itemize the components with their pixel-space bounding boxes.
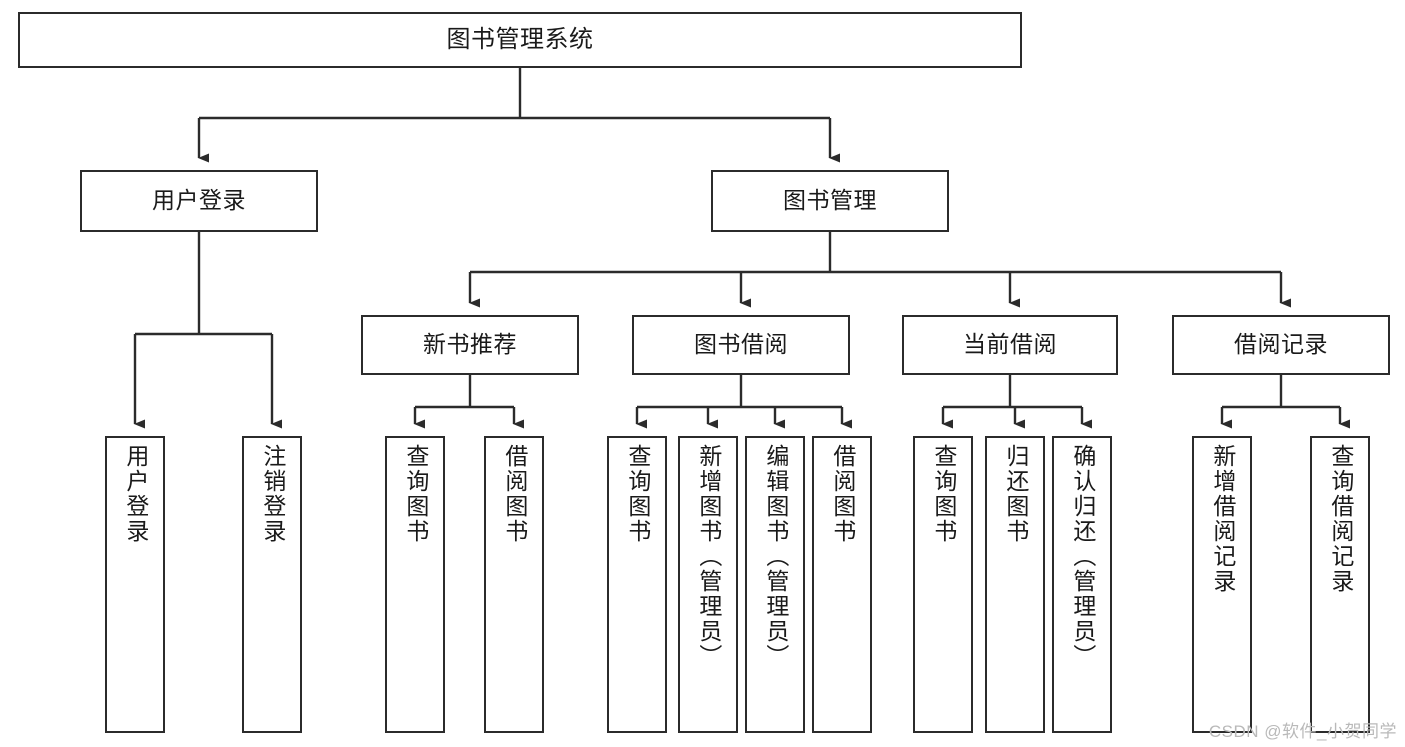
node-label: 用户登录 — [122, 444, 149, 544]
node-label: 编辑图书（管理员） — [762, 444, 789, 669]
node-leaf-logout[interactable]: 注销登录 — [242, 436, 302, 733]
watermark: CSDN @软件_小贺同学 — [1208, 722, 1397, 741]
node-label: 归还图书 — [1002, 444, 1029, 544]
node-label: 新增图书（管理员） — [695, 444, 722, 669]
node-root-图书管理系统[interactable]: 图书管理系统 — [18, 12, 1022, 68]
node-new-book-rec[interactable]: 新书推荐 — [361, 315, 579, 375]
node-leaf-borrow-book-1[interactable]: 借阅图书 — [484, 436, 544, 733]
node-label: 注销登录 — [259, 444, 286, 544]
node-label: 查询图书 — [624, 444, 651, 544]
node-leaf-add-record[interactable]: 新增借阅记录 — [1192, 436, 1252, 733]
node-leaf-query-book-1[interactable]: 查询图书 — [385, 436, 445, 733]
node-label: 确认归还（管理员） — [1069, 444, 1096, 669]
node-leaf-query-record[interactable]: 查询借阅记录 — [1310, 436, 1370, 733]
node-leaf-add-book[interactable]: 新增图书（管理员） — [678, 436, 738, 733]
node-label: 借阅记录 — [1234, 331, 1328, 358]
node-leaf-borrow-book-2[interactable]: 借阅图书 — [812, 436, 872, 733]
node-label: 用户登录 — [152, 187, 246, 214]
node-label: 图书管理系统 — [446, 25, 594, 53]
node-label: 新书推荐 — [423, 331, 517, 358]
node-label: 查询图书 — [930, 444, 957, 544]
node-book-borrow[interactable]: 图书借阅 — [632, 315, 850, 375]
node-leaf-query-book-2[interactable]: 查询图书 — [607, 436, 667, 733]
node-book-manage[interactable]: 图书管理 — [711, 170, 949, 232]
node-label: 图书借阅 — [694, 331, 788, 358]
node-label: 查询借阅记录 — [1327, 444, 1354, 594]
node-leaf-user-login[interactable]: 用户登录 — [105, 436, 165, 733]
node-current-borrow[interactable]: 当前借阅 — [902, 315, 1118, 375]
node-label: 图书管理 — [783, 187, 877, 214]
node-leaf-query-book-3[interactable]: 查询图书 — [913, 436, 973, 733]
node-label: 查询图书 — [402, 444, 429, 544]
node-borrow-record[interactable]: 借阅记录 — [1172, 315, 1390, 375]
node-leaf-return-book[interactable]: 归还图书 — [985, 436, 1045, 733]
node-label: 借阅图书 — [501, 444, 528, 544]
node-leaf-edit-book[interactable]: 编辑图书（管理员） — [745, 436, 805, 733]
node-leaf-confirm-return[interactable]: 确认归还（管理员） — [1052, 436, 1112, 733]
node-label: 当前借阅 — [963, 331, 1057, 358]
node-label: 新增借阅记录 — [1209, 444, 1236, 594]
node-label: 借阅图书 — [829, 444, 856, 544]
node-user-login[interactable]: 用户登录 — [80, 170, 318, 232]
